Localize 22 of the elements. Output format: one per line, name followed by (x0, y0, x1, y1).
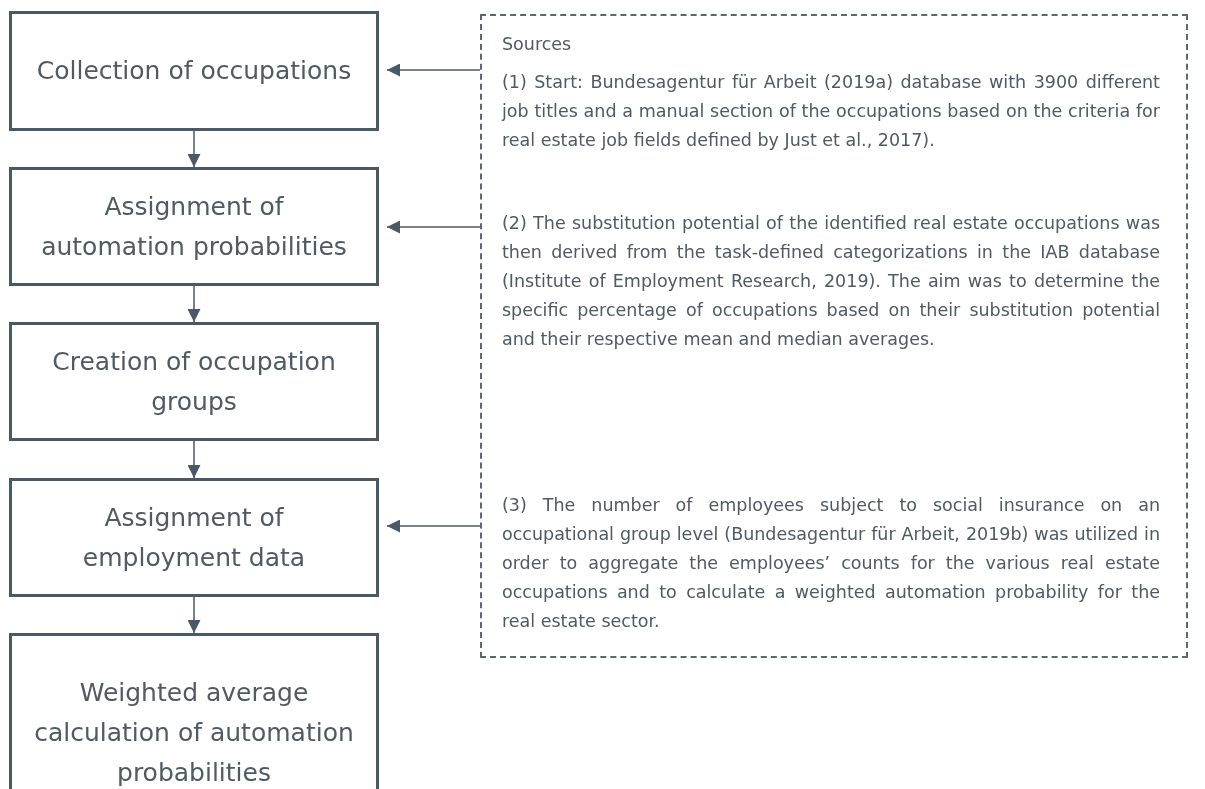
arrow (187, 285, 201, 323)
process-box (9, 633, 379, 789)
source-note: (3) The number of employees subject to social insurance on an occupational group level (Bundesagentur für Arbeit, 2019b) was utilized in order to aggregate the employees’ counts for the various real estate occupations and to calculate a weighted automation probability for the real estate sector. (502, 494, 1160, 633)
arrow (386, 220, 481, 234)
box-label: Collection of occupations (35, 55, 353, 87)
process-box (9, 167, 379, 286)
arrow (187, 440, 201, 479)
box-label: Assignment of automation probabilities (40, 190, 348, 263)
panel-heading: Sources (502, 33, 573, 56)
arrow (386, 63, 481, 77)
box-label: Weighted average calculation of automation probabilities (33, 677, 355, 789)
arrow (386, 519, 481, 533)
sources-panel (480, 14, 1188, 658)
arrow (187, 596, 201, 634)
source-note: (1) Start: Bundesagentur für Arbeit (2019a) database with 3900 different job titles and a manual section of the occupations based on the criteria for real estate job fields defined by Just et al., 2017). (502, 71, 1160, 152)
process-box (9, 478, 379, 597)
process-box (9, 11, 379, 131)
arrow (187, 130, 201, 168)
box-label: Assignment of employment data (81, 501, 307, 574)
box-label: Creation of occupation groups (51, 345, 337, 418)
process-box (9, 322, 379, 441)
source-note: (2) The substitution potential of the identified real estate occupations was then derived from the task-defined categorizations in the IAB database (Institute of Employment Research, 2019). The aim was to determine the specific percentage of occupations based on their substitution potential and their respective mean and median averages. (502, 212, 1160, 351)
